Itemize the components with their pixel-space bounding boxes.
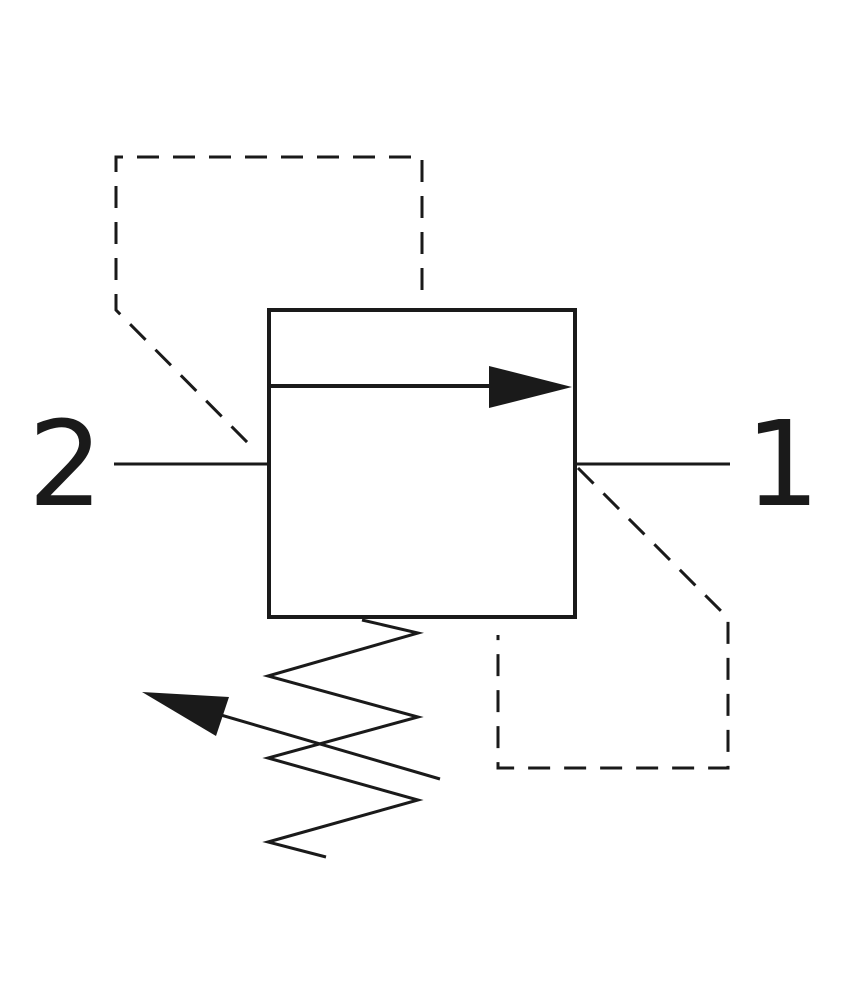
valve-body: [267, 308, 577, 619]
pilot-line-top: [114, 155, 424, 447]
flow-arrow-icon: [269, 366, 572, 408]
pilot-line-bottom: [496, 466, 730, 770]
adjustment-arrow-icon: [142, 692, 441, 781]
adjustable-spring-icon: [262, 618, 424, 859]
port-label-1: 1: [745, 395, 820, 533]
port-label-2: 2: [28, 395, 103, 533]
